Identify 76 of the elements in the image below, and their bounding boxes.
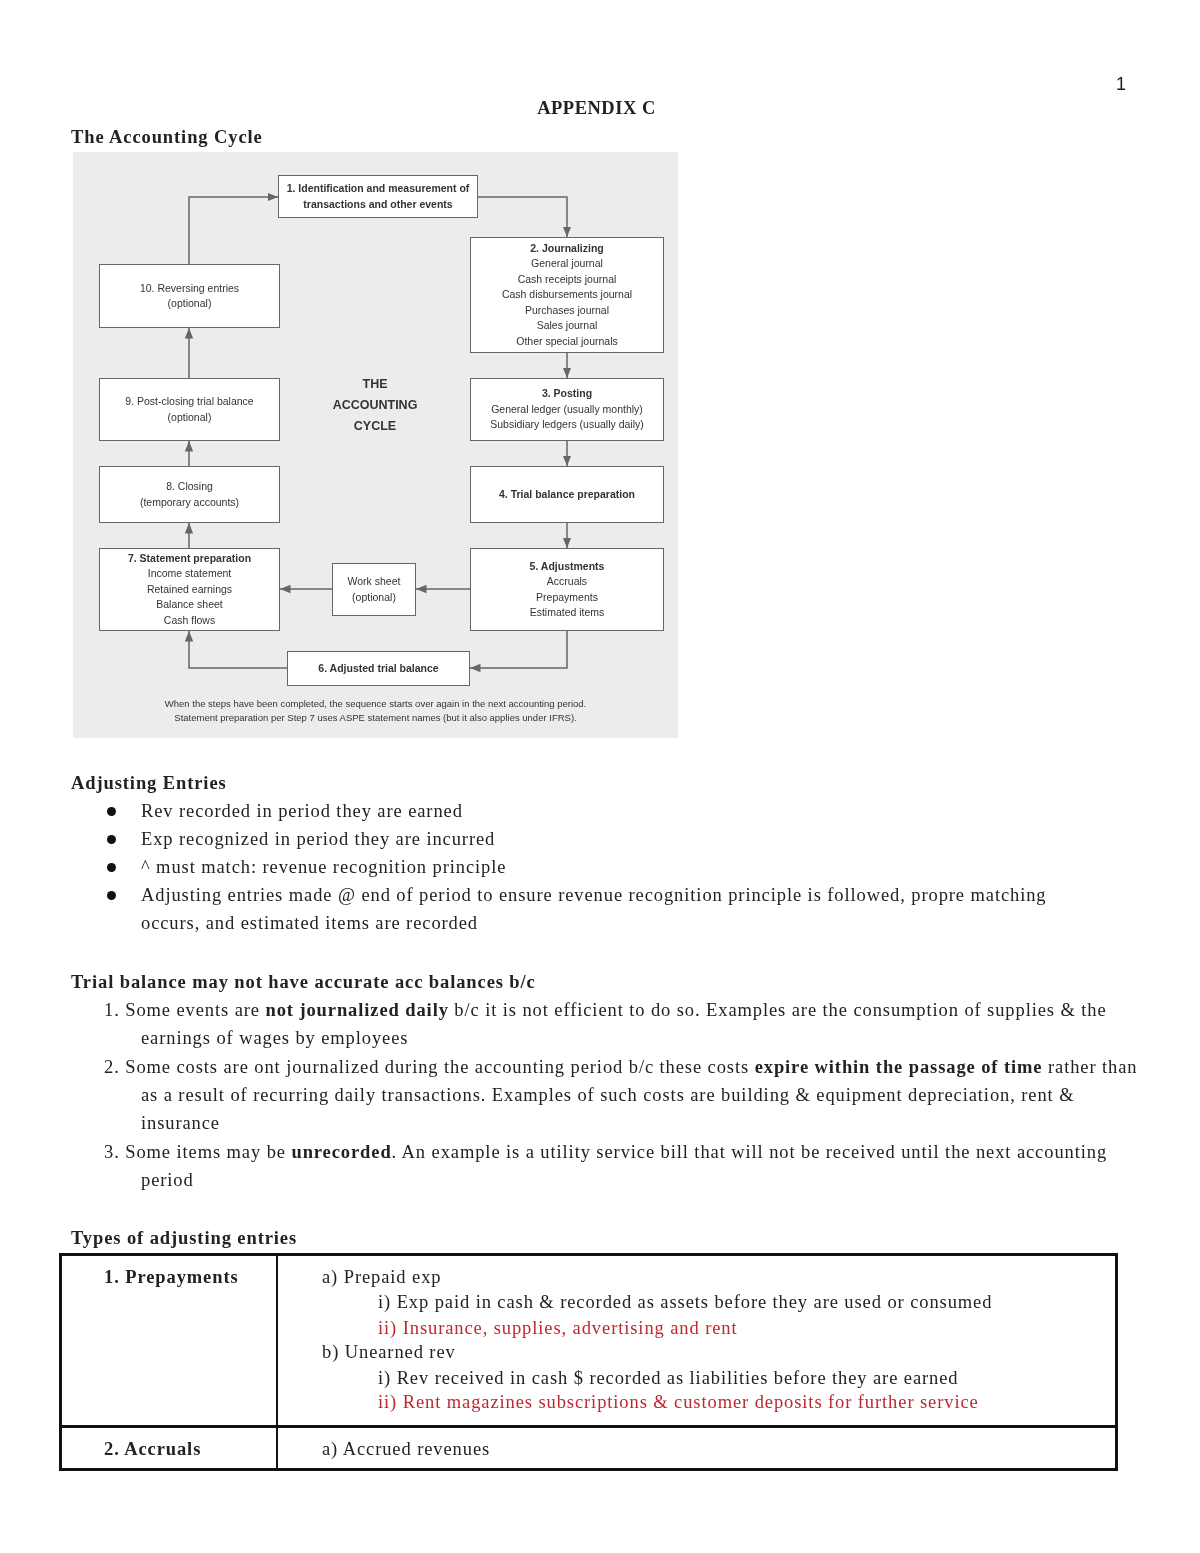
process-box [287,651,470,686]
page-title: APPENDIX C [536,97,657,120]
row-heading: 2. Accruals [104,1438,203,1461]
process-box [470,237,664,353]
diagram-note: Statement preparation per Step 7 uses ASPE statement names (but it also applies under IFRS). [173,711,578,725]
step-heading: 7. Statement preparation [127,550,252,566]
step-heading: 8. Closing [166,479,213,494]
list-item: ii) Rent magazines subscriptions & customer deposits for further service [378,1391,980,1414]
step-detail: (optional) [167,409,212,425]
step-detail: Cash receipts journal [517,271,617,287]
step-detail: Cash flows [163,612,216,628]
diagram-note: When the steps have been completed, the sequence starts over again in the next accounting period. [163,697,588,711]
arrow [184,630,288,669]
list-item: i) Rev received in cash $ recorded as liabilities before they are earned [378,1367,960,1390]
process-box [278,175,478,218]
arrow [184,522,194,549]
process-box [99,378,280,441]
step-heading: 10. Reversing entries [139,280,240,296]
step-detail: (optional) [352,589,396,605]
arrow [469,630,568,673]
process-box [99,548,280,631]
list-item: ii) Insurance, supplies, advertising and rent [378,1317,739,1340]
section-heading: Types of adjusting entries [71,1227,299,1250]
step-heading: Work sheet [347,574,401,589]
process-box [470,378,664,441]
step-heading: 4. Trial balance preparation [499,486,635,502]
step-detail: Sales journal [536,318,598,334]
step-detail: Estimated items [529,605,605,620]
optional-step-box [332,563,416,616]
process-box [99,466,280,523]
step-detail: Accruals [546,574,588,589]
arrow [184,440,194,467]
page-number: 1 [1116,73,1127,96]
cycle-label: THE ACCOUNTING CYCLE [331,376,419,435]
arrow [184,327,194,379]
step-detail: (temporary accounts) [139,494,240,510]
arrow [477,196,572,238]
section-heading: The Accounting Cycle [71,126,264,149]
step-detail: General ledger (usually monthly) [491,401,643,417]
step-detail: Income statement [147,566,232,582]
step-detail: Prepayments [536,589,598,605]
arrow [562,440,572,467]
row-heading: 1. Prepayments [104,1266,240,1289]
list-item: 3. Some items may be unrecorded. An example is a utility service bill that will not be received until the next accounting period [104,1141,1109,1192]
step-heading: 1. Identification and measurement of transactions and other events [285,181,471,212]
step-detail: Cash disbursements journal [501,287,633,303]
step-heading: 5. Adjustments [529,558,605,574]
step-detail: Other special journals [516,333,618,349]
process-box [99,264,280,328]
process-box [470,466,664,523]
list-item: a) Accrued revenues [322,1438,492,1461]
list-item: ^ must match: revenue recognition principle [141,856,508,879]
step-detail: Subsidiary ledgers (usually daily) [490,417,644,433]
arrow [562,352,572,379]
section-heading: Adjusting Entries [71,772,228,795]
arrow [279,584,333,594]
step-heading: 3. Posting [541,386,593,402]
step-heading: 2. Journalizing [530,240,604,256]
step-heading: 6. Adjusted trial balance [318,660,439,676]
arrow [562,522,572,549]
list-item: a) Prepaid exp [322,1266,443,1289]
step-detail: General journal [531,256,603,272]
step-detail: (optional) [167,296,212,311]
step-detail: Purchases journal [524,302,609,318]
list-item: Rev recorded in period they are earned [141,800,464,823]
list-item: Exp recognized in period they are incurred [141,828,497,851]
list-item: b) Unearned rev [322,1341,457,1364]
list-item: i) Exp paid in cash & recorded as assets before they are used or consumed [378,1291,994,1314]
list-item: Adjusting entries made @ end of period to ensure revenue recognition principle is followed, propre matching occurs, and estimated items are recorded [141,884,1048,935]
step-detail: Retained earnings [146,581,233,597]
step-heading: 9. Post-closing trial balance [125,394,254,409]
section-heading: Trial balance may not have accurate acc balances b/c [71,971,537,994]
step-detail: Balance sheet [156,597,223,613]
arrow [188,192,279,265]
process-box [470,548,664,631]
arrow [415,584,471,594]
